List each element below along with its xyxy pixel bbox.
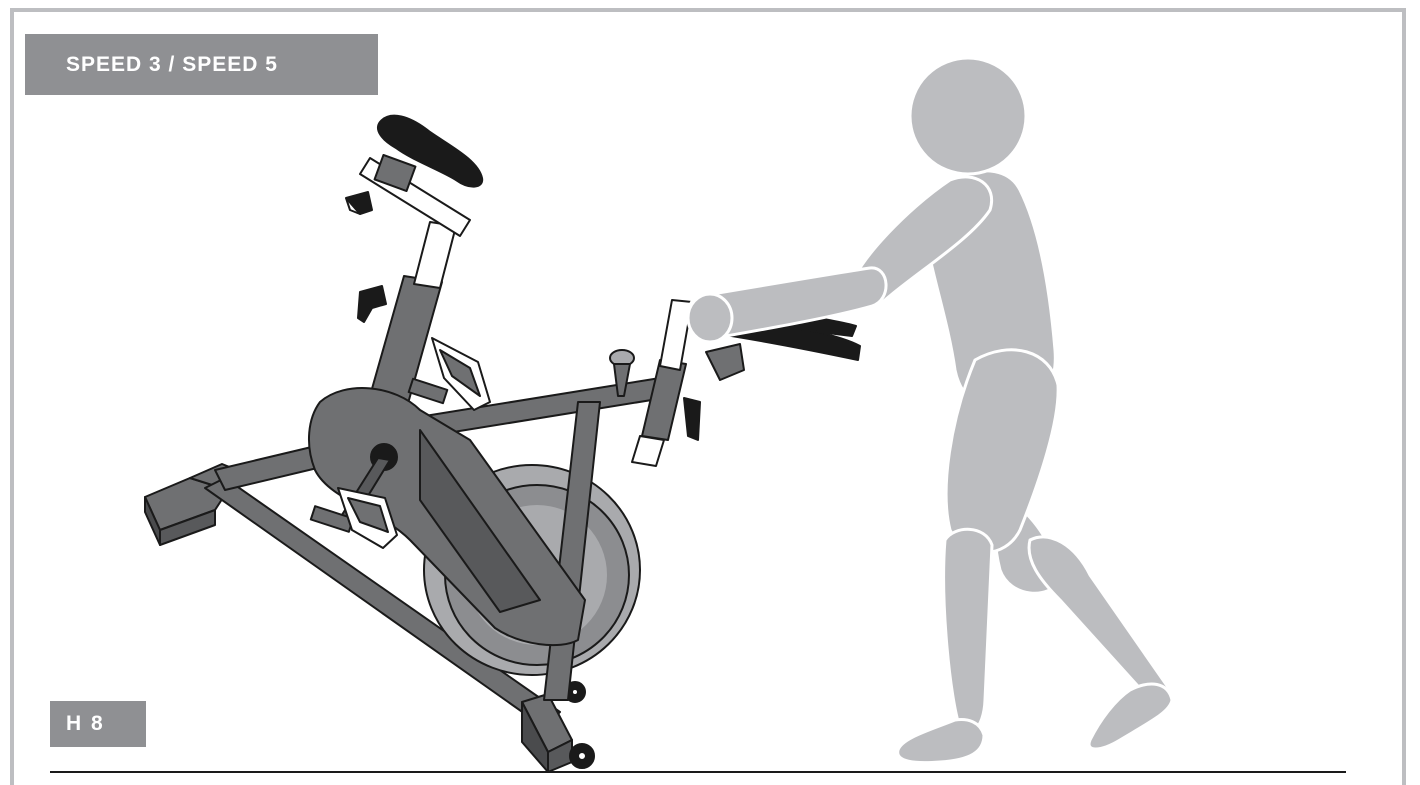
spinning-bike-illustration [145, 116, 860, 772]
step-label: H 8 [50, 701, 146, 747]
back-shin [1029, 537, 1171, 708]
front-foot [898, 720, 984, 763]
seat-post [414, 222, 456, 288]
pedal-lower [311, 488, 397, 548]
front-post-lower [632, 436, 664, 466]
head [910, 58, 1026, 174]
mannequin-figure-illustration [688, 58, 1172, 763]
handlebar-clamp [706, 344, 744, 380]
front-shin [944, 529, 992, 733]
stem-knob [684, 398, 700, 440]
handlebar-stem [660, 300, 692, 370]
back-foot [1089, 684, 1172, 749]
seat-post-knob [358, 286, 386, 322]
hand [688, 294, 732, 342]
model-label: SPEED 3 / SPEED 5 [25, 34, 378, 95]
